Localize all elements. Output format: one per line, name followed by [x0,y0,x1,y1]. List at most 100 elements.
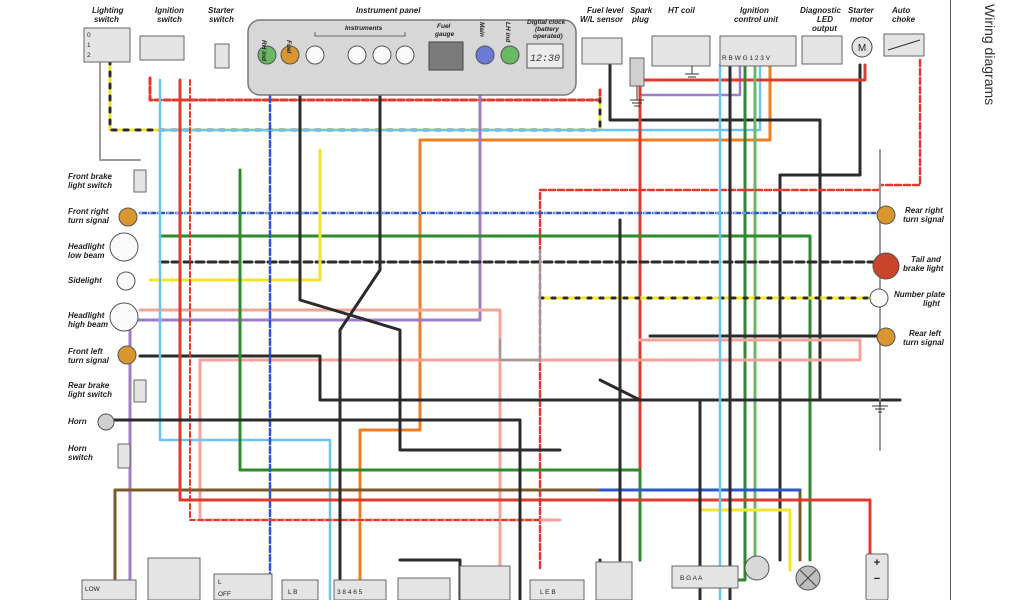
horn: Horn [68,413,115,431]
instrument-bulb-1 [305,45,325,65]
fuel-level-sensor-label-2: W/L sensor [580,15,624,24]
rear-right-turn-label-2: turn signal [903,215,945,224]
bottom-connector-2 [595,561,633,600]
instrument-bulb-3 [372,45,392,65]
lighting-switch-pos-2: 2 [87,52,91,59]
lh-ind-wl-bulb [500,45,520,65]
front-left-turn-label-1: Front left [68,347,103,356]
tail-brake-label-2: brake light [903,264,944,273]
regulator-rectifier: B G A A [671,565,739,589]
ignition-switch-label-2: switch [157,15,182,24]
main-beam-wl-bulb [475,45,495,65]
horn-switch-label-2: switch [68,453,93,462]
rear-left-turn-label-1: Rear left [909,329,941,338]
wire-brown-bottom [113,488,802,600]
wire-light-blue-top [158,63,762,132]
ignition-switch-label-1: Ignition [155,6,184,15]
wire-light-blue-brake [158,128,332,600]
instrument-bulb-4 [395,45,415,65]
diag-led-label-2: LED [817,15,833,24]
bottom-relay-box [397,577,451,600]
horn-switch-label-1: Horn [68,444,87,453]
number-plate-light: Number plate light [869,288,946,308]
fuel-res-wl-bulb [280,45,300,65]
lh-ind-wl-label: LH ind [504,22,511,43]
instruments-label: Instruments [345,25,383,32]
battery-plus: + [874,557,880,569]
front-right-turn-signal: Front right turn signal [68,207,138,227]
selector-l: L [218,579,222,586]
wire-black-cross-1 [298,78,562,452]
ht-coil-label: HT coil [668,6,695,15]
horn-label: Horn [68,417,87,426]
front-left-turn-label-2: turn signal [68,356,110,365]
starter-switch-label-2: switch [209,15,234,24]
wire-black-starter [778,63,862,562]
wire-red-starter [638,63,867,562]
main-beam-wl-label: Main [478,22,485,37]
digital-clock-label-1: Digital clock [527,19,566,26]
diag-led-label-1: Diagnostic [800,6,841,15]
headlight-high-beam: Headlight high beam [68,302,139,332]
front-left-turn-signal: Front left turn signal [68,345,137,365]
starter-motor-label-1: Starter [848,6,875,15]
number-plate-label-2: light [923,299,940,308]
lighting-selector: L OFF [213,573,273,600]
wire-black-horn [108,418,522,600]
headlight-high-label-1: Headlight [68,311,105,320]
fuel-level-sensor-label-1: Fuel level [587,6,624,15]
page-edge-rule [950,0,951,600]
front-brake-label-2: light switch [68,181,112,190]
lighting-switch-label-1: Lighting [92,6,124,15]
rear-brake-label-2: light switch [68,390,112,399]
wire-black-long-v [598,218,702,600]
fuel-gauge-box [428,41,464,71]
starter-motor-label-2: motor [850,15,874,24]
ground-symbol-right [872,400,888,413]
bottom-connector-lb: L B [281,579,319,600]
fuel-level-sensor: Fuel level W/L sensor [580,6,624,65]
bottom-connector-pins: 3 8 4 6 5 [333,579,387,600]
dip-switch-low: LOW [85,586,101,593]
instrument-panel: Instrument panel Instruments Fuel gauge … [247,6,577,96]
lighting-switch-pos-1: 1 [87,42,91,49]
relay-pin-labels: L E B [540,589,556,596]
auto-choke-label-1: Auto [891,6,910,15]
icu-pin-labels: R B W G 1 2 3 V [722,55,771,62]
headlight-low-beam: Headlight low beam [68,232,139,262]
ignition-control-unit: Ignition control unit R B W G 1 2 3 V [719,6,797,67]
diag-led-label-3: output [812,24,837,33]
icu-label-2: control unit [734,15,778,24]
diagnostic-led-output: Diagnostic LED output [800,6,843,65]
headlight-high-label-2: high beam [68,320,108,329]
digital-clock-box [526,43,564,69]
wire-pink-rear [198,338,862,522]
wire-grey-right [499,149,881,451]
headlight-low-label-1: Headlight [68,242,105,251]
wire-green-bottom [238,168,642,562]
lighting-switch-label-2: switch [94,15,119,24]
clock-display: 12:30 [530,54,560,65]
front-right-turn-label-1: Front right [68,207,109,216]
starter-motor-symbol: M [858,43,866,54]
wire-red-dashed-top [148,76,602,102]
stator-coil [795,565,821,591]
bottom-connector-1 [147,557,201,600]
selector-off: OFF [218,591,231,598]
wire-pink-main [138,308,502,572]
auto-choke-label-2: choke [892,15,916,24]
rear-brake-light-switch: Rear brake light switch [68,379,147,403]
dip-switch: LOW [81,579,137,600]
bottom-fuse-box [459,565,511,600]
digital-clock-label-2: (battery [535,26,559,33]
fuel-res-wl-label: Fuel [285,40,292,54]
starter-switch-label-1: Starter [208,6,235,15]
starter-switch: Starter switch [208,6,235,69]
instrument-bulb-2 [347,45,367,65]
starter-motor: Starter motor M [848,6,875,58]
rear-left-turn-label-2: turn signal [903,338,945,347]
wire-red-dashed-left [189,79,541,521]
rear-brake-label-1: Rear brake [68,381,110,390]
headlight-low-label-2: low beam [68,251,104,260]
front-brake-label-1: Front brake [68,172,113,181]
